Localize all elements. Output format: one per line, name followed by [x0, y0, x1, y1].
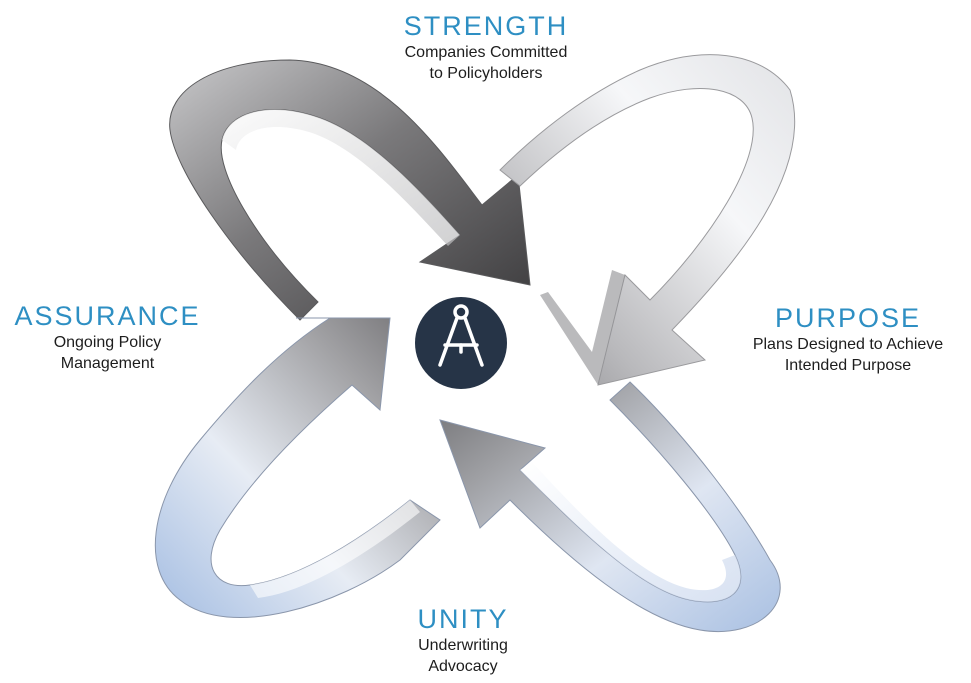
purpose-desc-line2: Intended Purpose: [784, 357, 912, 374]
unity-desc-line1: Underwriting: [418, 637, 508, 654]
unity-desc-line2: Advocacy: [428, 658, 498, 675]
purpose-label: PURPOSE Plans Designed to Achieve Intend…: [718, 302, 971, 376]
strength-arrow: [169, 59, 531, 321]
assurance-title: ASSURANCE: [14, 301, 201, 331]
purpose-desc-line1: Plans Designed to Achieve: [752, 336, 944, 353]
strength-label: STRENGTH Companies Committed to Policyho…: [336, 10, 636, 84]
assurance-arrow: [154, 317, 441, 619]
assurance-desc-line1: Ongoing Policy: [53, 334, 162, 351]
strength-title: STRENGTH: [403, 11, 569, 41]
unity-label: UNITY Underwriting Advocacy: [333, 603, 593, 677]
unity-arrow: [439, 381, 781, 632]
strength-desc-line2: to Policyholders: [429, 65, 543, 82]
assurance-label: ASSURANCE Ongoing Policy Management: [0, 300, 215, 374]
assurance-desc-line2: Management: [60, 355, 155, 372]
compass-drafting-icon: [415, 297, 507, 389]
strength-desc-line1: Companies Committed: [404, 44, 568, 61]
purpose-arrow: [499, 54, 796, 386]
purpose-title: PURPOSE: [774, 303, 922, 333]
unity-title: UNITY: [417, 604, 509, 634]
